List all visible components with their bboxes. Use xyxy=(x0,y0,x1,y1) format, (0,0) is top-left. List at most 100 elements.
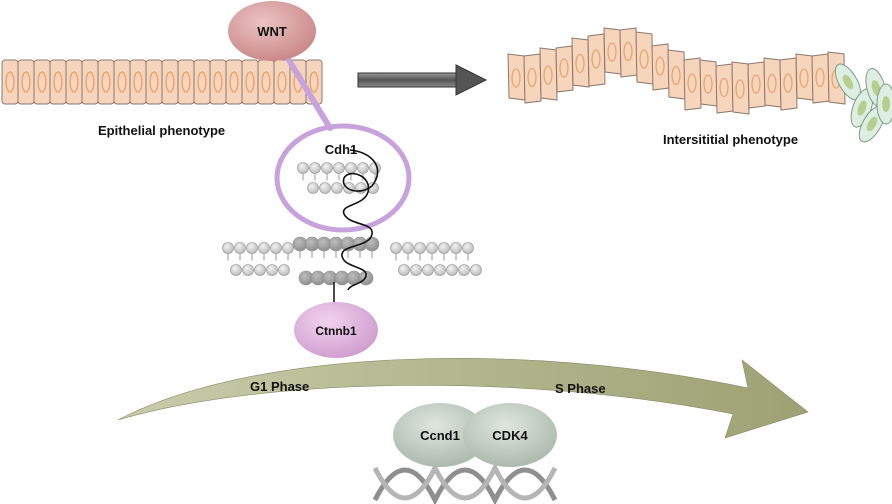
epithelial-cell xyxy=(145,59,163,105)
membrane-bead xyxy=(458,264,470,276)
interstitial-cell xyxy=(571,37,590,88)
membrane-bead xyxy=(307,182,319,194)
membrane-bead xyxy=(343,182,355,194)
membrane-bead xyxy=(282,242,294,261)
ctnnb1-ellipse xyxy=(294,302,378,358)
epithelial-cell xyxy=(97,59,115,105)
membrane-bilayer xyxy=(222,162,482,286)
epithelial-cell xyxy=(257,59,275,105)
membrane-bead xyxy=(270,242,282,261)
membrane-bead xyxy=(333,162,345,181)
membrane-bead xyxy=(309,162,321,181)
epithelial-cell xyxy=(209,59,227,105)
membrane-bead xyxy=(292,236,308,258)
epithelial-cell xyxy=(193,59,211,105)
membrane-bead xyxy=(462,242,474,261)
epithelial-cell xyxy=(17,59,35,105)
interstitial-cell xyxy=(715,63,734,114)
membrane-bead xyxy=(446,264,458,276)
membrane-bead xyxy=(402,242,414,261)
interstitial-cell xyxy=(779,57,798,111)
interstitial-cell xyxy=(683,57,702,111)
membrane-bead xyxy=(246,242,258,261)
interstitial-cell xyxy=(731,61,750,115)
cell-cycle-arrow xyxy=(117,358,809,439)
interstitial-cell xyxy=(667,49,686,100)
wnt-label: WNT xyxy=(257,24,287,39)
dna-helix-icon xyxy=(372,462,558,504)
epithelial-cell xyxy=(33,59,51,105)
interstitial-cell xyxy=(795,53,814,101)
membrane-bead xyxy=(398,264,410,276)
membrane-bead xyxy=(254,264,266,276)
membrane-bead xyxy=(319,182,331,194)
membrane-bead xyxy=(357,162,369,181)
interstitial-cell xyxy=(811,53,830,104)
epithelial-cell xyxy=(241,59,259,105)
membrane-bead xyxy=(242,264,254,276)
membrane-bead xyxy=(321,162,333,181)
epithelial-cell xyxy=(177,59,195,105)
membrane-bead xyxy=(304,236,320,258)
interstitial-cell xyxy=(523,53,542,104)
epithelial-cell xyxy=(81,59,99,105)
membrane-bead xyxy=(434,264,446,276)
membrane-bead xyxy=(352,236,368,258)
membrane-bead xyxy=(367,182,379,194)
membrane-bead xyxy=(426,242,438,261)
ccnd1-label: Ccnd1 xyxy=(420,428,460,443)
membrane-bead xyxy=(438,242,450,261)
epithelial-cell xyxy=(129,59,147,105)
epithelial-cell xyxy=(65,59,83,105)
g1-phase-label: G1 Phase xyxy=(250,379,309,394)
membrane-bead xyxy=(278,264,290,276)
epithelial-cell xyxy=(161,59,179,105)
epithelial-cell xyxy=(273,59,291,105)
epithelial-cell-row xyxy=(1,59,323,105)
interstitial-cell xyxy=(635,31,654,85)
s-phase-label: S Phase xyxy=(555,381,606,396)
membrane-bead xyxy=(316,236,332,258)
interstitial-cell xyxy=(651,43,670,91)
membrane-bead xyxy=(328,236,344,258)
membrane-bead xyxy=(222,242,234,261)
mesenchymal-cell xyxy=(876,83,892,125)
membrane-bead xyxy=(470,264,482,276)
cdk4-label: CDK4 xyxy=(492,428,528,443)
epithelial-phenotype-label: Epithelial phenotype xyxy=(98,123,225,138)
interstitial-cell xyxy=(763,57,782,108)
ccnd1-ellipse xyxy=(393,403,487,467)
interstitial-cell xyxy=(587,33,606,87)
membrane-bead xyxy=(422,264,434,276)
cdh1-highlight-circle xyxy=(274,123,412,233)
membrane-bead xyxy=(450,242,462,261)
interstitial-cell xyxy=(507,53,526,101)
ctnnb1-label: Ctnnb1 xyxy=(315,324,357,338)
cdh1-protein-coil xyxy=(341,149,379,291)
interstitial-cell xyxy=(603,27,622,75)
interstitial-cell xyxy=(619,27,638,78)
membrane-bead xyxy=(331,182,343,194)
membrane-bead xyxy=(390,242,402,261)
membrane-bead xyxy=(414,242,426,261)
interstitial-cell-row xyxy=(507,27,892,143)
wnt-ellipse xyxy=(228,1,316,61)
membrane-bead xyxy=(230,264,242,276)
interstitial-cell xyxy=(747,61,766,109)
epithelial-cell xyxy=(1,59,19,105)
epithelial-cell xyxy=(49,59,67,105)
membrane-bead xyxy=(297,162,309,181)
membrane-bead xyxy=(410,264,422,276)
epithelial-cell xyxy=(113,59,131,105)
interstitial-cell xyxy=(555,45,574,93)
interstitial-phenotype-label: Intersititial phenotype xyxy=(663,132,798,147)
membrane-bead xyxy=(258,242,270,261)
membrane-bead xyxy=(266,264,278,276)
cdh1-label: Cdh1 xyxy=(325,142,358,157)
interstitial-cell xyxy=(699,59,718,107)
membrane-bead xyxy=(369,162,381,181)
epithelial-cell xyxy=(225,59,243,105)
membrane-bead xyxy=(345,162,357,181)
interstitial-cell xyxy=(539,47,558,101)
